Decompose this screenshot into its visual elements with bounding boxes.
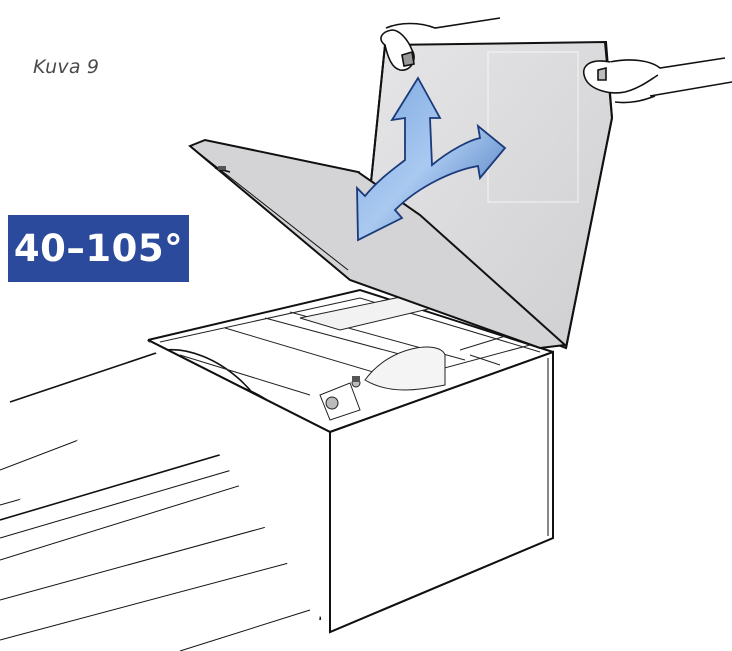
- figure-caption: Kuva 9: [33, 56, 100, 78]
- angle-range-badge: 40–105°: [8, 215, 189, 282]
- latch-details: [218, 166, 360, 382]
- opening-arrow: [356, 76, 507, 242]
- hands: [380, 17, 732, 104]
- lid-partially-open: [188, 138, 568, 350]
